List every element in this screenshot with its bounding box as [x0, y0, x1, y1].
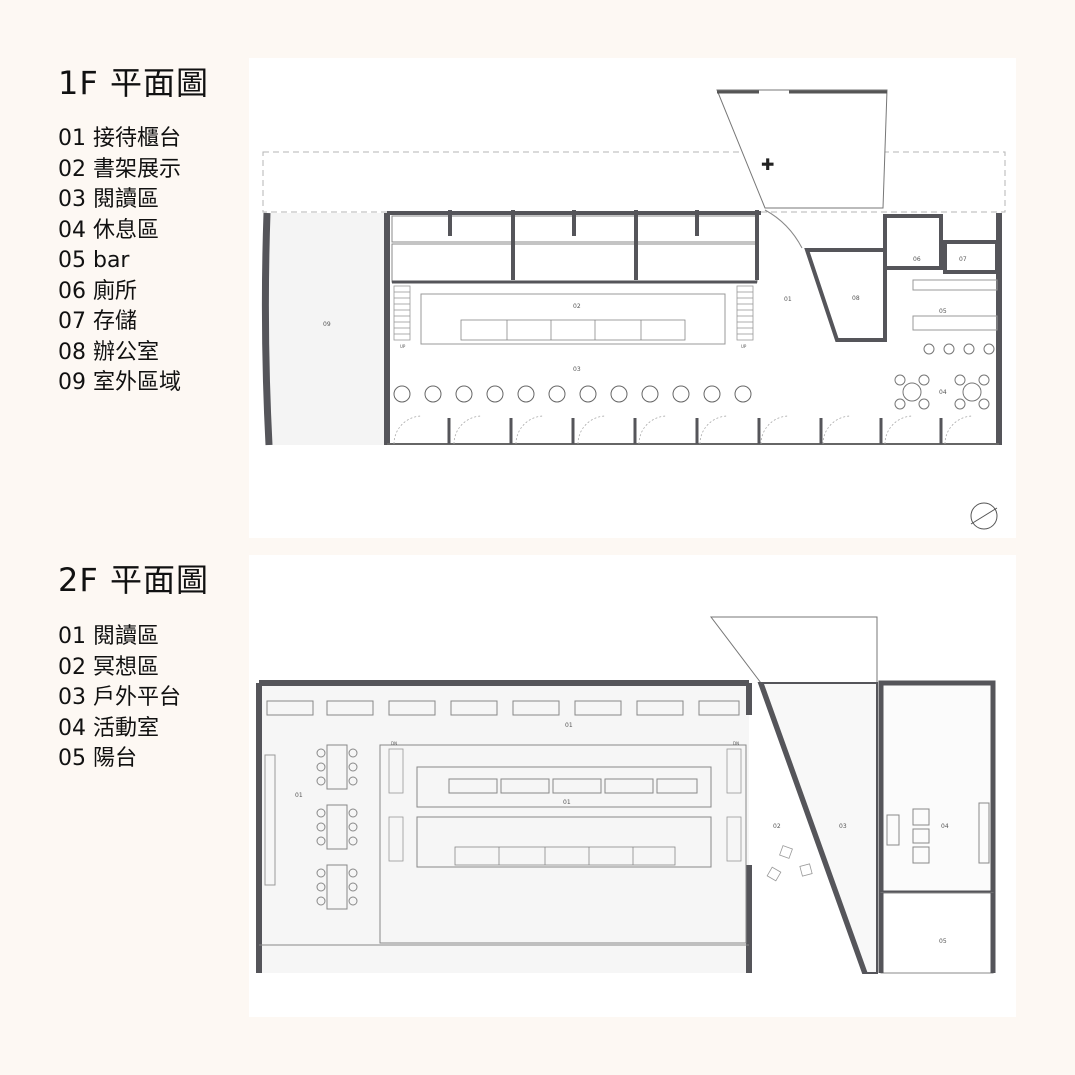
display-table	[454, 846, 676, 866]
stair-right	[736, 285, 754, 341]
activity-room	[878, 680, 996, 896]
north-cross-icon: ✚	[761, 155, 774, 174]
legend-item: 03 閱讀區	[58, 187, 159, 212]
north-arrow-icon	[970, 502, 998, 530]
room-label-08: 08	[852, 295, 860, 302]
toilet-room	[883, 214, 943, 270]
side-bench	[264, 754, 276, 886]
stair-down-label: DN	[391, 741, 397, 746]
room-label-05: 05	[939, 308, 947, 315]
lower-shelf	[416, 816, 712, 868]
room-label-03: 03	[839, 823, 847, 830]
floor1-plan-drawing: ✚ 09	[261, 89, 1006, 530]
skylights	[266, 700, 740, 716]
floor1-plan: ✚ 09	[249, 58, 1016, 538]
shelf-band	[391, 243, 758, 283]
legend-item: 04 休息區	[58, 217, 159, 243]
wall	[261, 212, 273, 446]
room-label-06: 06	[913, 256, 921, 263]
legend-item: 05 陽台	[58, 746, 137, 771]
outdoor-area	[267, 213, 387, 445]
stair-down-label: DN	[733, 741, 739, 746]
room-label-01: 01	[565, 722, 573, 729]
door-swings	[393, 415, 974, 445]
canopy-outline	[262, 151, 1006, 213]
stair-down	[388, 748, 742, 862]
room-label-03: 03	[573, 366, 581, 373]
floor1-legend: 01 接待櫃台 02 書架展示 03 閱讀區 04 休息區 05 bar 06 …	[58, 124, 181, 399]
stair-up-label: UP	[741, 344, 747, 349]
floor2-legend: 01 閱讀區 02 冥想區 03 戶外平台 04 活動室 05 陽台	[58, 622, 181, 775]
stair-left	[393, 285, 411, 341]
display-table	[460, 319, 686, 341]
lounge-tables	[894, 374, 990, 410]
floor1-title: 1F 平面圖	[58, 64, 209, 102]
legend-item: 02 冥想區	[58, 654, 159, 680]
reading-chairs	[393, 385, 752, 403]
room-label-01: 01	[295, 792, 303, 799]
office-room	[804, 248, 887, 342]
legend-item: 07 存儲	[58, 309, 137, 334]
wall	[758, 682, 868, 974]
reading-tables	[316, 744, 358, 910]
legend-item: 01 閱讀區	[58, 624, 159, 649]
legend-item: 01 接待櫃台	[58, 126, 181, 151]
room-label-01: 01	[784, 296, 792, 303]
meditation-cushions	[766, 845, 813, 882]
north-arrow-icon	[970, 507, 998, 525]
room-label-09: 09	[323, 321, 331, 328]
bar-counter	[912, 315, 998, 331]
floor2-plan: 01 01 DN DN 01	[249, 555, 1016, 1017]
room-label-07: 07	[959, 256, 967, 263]
bar-stools	[923, 343, 995, 355]
entry-door-swing	[764, 209, 803, 249]
central-void	[379, 744, 747, 944]
legend-item: 04 活動室	[58, 715, 159, 741]
upper-shelf	[416, 766, 712, 808]
legend-item: 08 辦公室	[58, 339, 159, 365]
legend-item: 03 戶外平台	[58, 685, 181, 710]
storage-room	[943, 240, 999, 274]
legend-item: 05 bar	[58, 248, 130, 273]
upper-shelf-units	[448, 778, 698, 794]
bar-counter	[912, 279, 998, 291]
room-label-04: 04	[941, 823, 949, 830]
floor2-plan-drawing: 01 01 DN DN 01	[256, 616, 996, 974]
entry-roof	[716, 89, 888, 209]
stair-up-label: UP	[400, 344, 406, 349]
floor2-title: 2F 平面圖	[58, 561, 209, 599]
balcony	[880, 892, 994, 974]
legend-item: 02 書架展示	[58, 156, 181, 182]
room-label-04: 04	[939, 389, 947, 396]
legend-item: 06 廁所	[58, 278, 137, 304]
roof-outline	[709, 616, 878, 684]
legend-item: 09 室外區域	[58, 370, 181, 395]
room-label-05: 05	[939, 938, 947, 945]
bookshelf-display	[420, 293, 726, 345]
activity-furniture	[886, 802, 990, 864]
room-label-02: 02	[773, 823, 781, 830]
facade-mullions	[447, 418, 943, 444]
room-label-01: 01	[563, 799, 571, 806]
room-label-02: 02	[573, 303, 581, 310]
reading-hall-floor	[259, 683, 749, 973]
